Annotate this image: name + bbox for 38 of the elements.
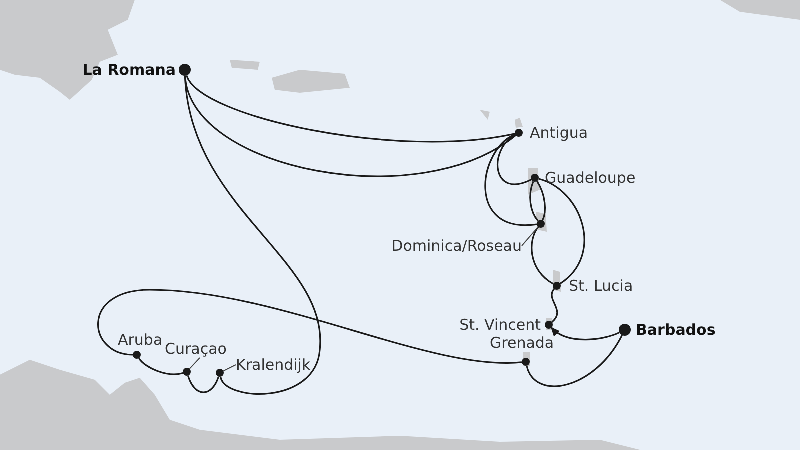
route-line [536, 180, 546, 221]
route-line [551, 288, 558, 323]
route-line [538, 178, 586, 284]
port-label: Guadeloupe [545, 169, 636, 187]
port-label: Aruba [118, 331, 163, 349]
port-label: Dominica/Roseau [392, 237, 522, 255]
route-line [531, 226, 554, 285]
leader-line [223, 364, 236, 372]
port-label: Grenada [490, 334, 554, 352]
port-label: St. Lucia [569, 277, 634, 295]
route-line [530, 181, 539, 222]
route-line [550, 327, 620, 341]
route-line [187, 376, 220, 394]
route-line [138, 358, 184, 376]
port-dot [522, 358, 530, 366]
port-label: Barbados [636, 321, 716, 339]
route-line [497, 134, 532, 186]
port-dot [515, 129, 523, 137]
port-label: Curaçao [165, 340, 227, 358]
port-label: Kralendijk [236, 356, 311, 374]
route-line [484, 134, 538, 226]
leader-line [189, 358, 200, 370]
port-label: La Romana [82, 61, 176, 79]
port-dot [619, 324, 631, 336]
route-line [186, 75, 516, 143]
port-dot [133, 351, 141, 359]
port-label: Antigua [530, 124, 588, 142]
port-dot [216, 369, 224, 377]
leader-line [522, 226, 539, 246]
port-dot [545, 321, 553, 329]
port-dot [537, 220, 545, 228]
route-line [526, 334, 623, 388]
route-line [184, 76, 321, 395]
route-line [98, 289, 522, 364]
port-dot [183, 368, 191, 376]
port-dot [179, 64, 191, 76]
port-label: St. Vincent [460, 316, 541, 334]
route-line [184, 76, 516, 178]
